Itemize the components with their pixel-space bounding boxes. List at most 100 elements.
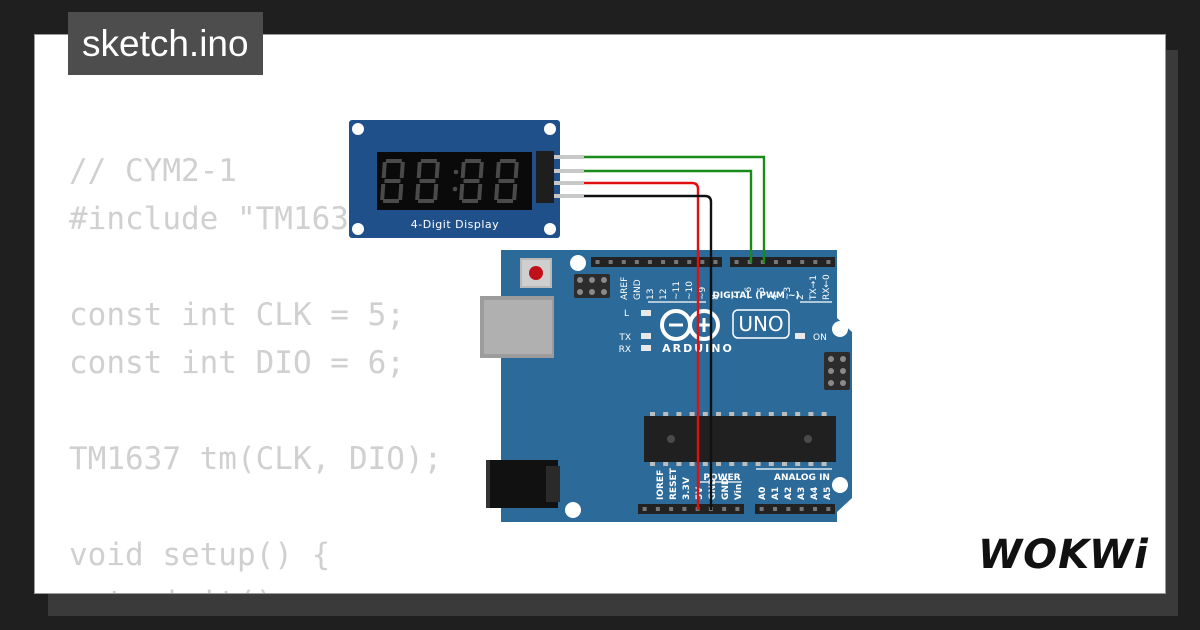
pin-hole[interactable] <box>759 507 764 511</box>
usb-connector <box>480 296 554 358</box>
wokwi-logo: WOKWi <box>978 528 1150 581</box>
icsp-header-right <box>824 352 850 390</box>
power-header-label: POWER <box>703 473 740 483</box>
pin-hole[interactable] <box>787 260 792 264</box>
pin-header <box>536 151 554 203</box>
wire-dio-green[interactable] <box>584 169 753 263</box>
analog-pin-label: A2 <box>784 487 794 500</box>
atmega-chip <box>644 412 836 466</box>
pin-hole[interactable] <box>700 260 705 264</box>
pin-hole[interactable] <box>786 507 791 511</box>
power-pin-label: GND <box>721 478 731 500</box>
segment <box>384 179 401 183</box>
analog-pin-label: A5 <box>823 487 833 500</box>
led-on: ON <box>795 333 827 343</box>
pin-hole[interactable] <box>813 260 818 264</box>
digital-pin-header <box>591 257 835 267</box>
segment <box>381 162 387 178</box>
segment <box>494 184 500 200</box>
segment <box>399 162 405 178</box>
pin-hole[interactable] <box>642 507 647 511</box>
pin-hole[interactable] <box>674 260 679 264</box>
pin-hole[interactable] <box>634 260 639 264</box>
code-line: TM1637 tm(CLK, DIO); <box>69 441 443 477</box>
pin-hole[interactable] <box>747 260 752 264</box>
wires[interactable] <box>584 155 766 510</box>
power-analog-pin-header <box>638 504 835 514</box>
digital-pin-label: 2 <box>796 294 806 300</box>
digital-pin-label: ~5 <box>757 287 767 300</box>
mount-hole <box>570 255 586 271</box>
pin-hole[interactable] <box>722 507 727 511</box>
digital-pin-label: 8 <box>711 294 721 300</box>
pin-hole[interactable] <box>735 507 740 511</box>
colon-dot <box>452 186 458 192</box>
seven-segment-digits <box>380 159 519 203</box>
pin-hole[interactable] <box>713 260 718 264</box>
pin-hole[interactable] <box>800 260 805 264</box>
icsp-header <box>574 274 610 298</box>
digital-pin-label: GND <box>633 279 643 300</box>
mount-hole <box>832 477 848 493</box>
digital-pin-label: ~10 <box>685 281 695 300</box>
digital-pin-label: ~3 <box>783 287 793 300</box>
pin-hole[interactable] <box>647 260 652 264</box>
digit-1 <box>380 159 405 203</box>
pin-clk[interactable] <box>554 155 584 159</box>
segment <box>461 199 479 203</box>
uno-badge <box>732 309 790 339</box>
analog-pin-label: A4 <box>810 487 820 500</box>
led-tx: TX <box>618 333 651 343</box>
pin-hole[interactable] <box>773 260 778 264</box>
tm1637-display-module[interactable]: 4-Digit Display <box>349 120 584 238</box>
power-pin-label: 5V <box>695 487 705 500</box>
digital-header-label: DIGITAL (PWM ~) <box>712 291 799 301</box>
pin-hole[interactable] <box>682 507 687 511</box>
pin-hole[interactable] <box>621 260 626 264</box>
colon-dot <box>453 169 459 175</box>
pin-hole[interactable] <box>655 507 660 511</box>
pin-hole[interactable] <box>595 260 600 264</box>
pin-hole[interactable] <box>813 507 817 511</box>
segment <box>499 159 517 163</box>
digital-pin-label: 12 <box>659 289 669 300</box>
pin-hole[interactable] <box>734 260 739 264</box>
wire-vcc-red[interactable] <box>584 181 700 510</box>
pin-dio[interactable] <box>554 169 584 173</box>
segment <box>464 159 482 163</box>
segment <box>380 184 386 200</box>
led-tx-label: TX <box>618 333 631 343</box>
analog-header-label: ANALOG IN <box>774 473 830 483</box>
digital-pin-label: ~6 <box>744 286 754 300</box>
segment <box>513 162 519 178</box>
wire-gnd-black[interactable] <box>584 194 713 510</box>
arduino-infinity-logo <box>660 309 720 341</box>
wire-clk-green[interactable] <box>584 155 766 263</box>
digit-2 <box>415 159 440 203</box>
mount-hole <box>565 502 581 518</box>
pin-hole[interactable] <box>799 507 804 511</box>
pin-vcc[interactable] <box>554 181 584 185</box>
digital-pin-label: ~11 <box>672 281 682 300</box>
pin-hole[interactable] <box>661 260 666 264</box>
reset-button[interactable] <box>520 258 552 288</box>
digital-pin-label: 4 <box>770 294 780 300</box>
segment <box>419 179 436 183</box>
mount-hole <box>832 321 848 337</box>
pin-hole[interactable] <box>608 260 613 264</box>
analog-pin-label: A3 <box>797 487 807 500</box>
code-line: const int DIO = 6; <box>69 345 405 381</box>
pin-hole[interactable] <box>773 507 777 511</box>
pin-hole[interactable] <box>826 507 831 511</box>
pin-hole[interactable] <box>669 507 674 511</box>
pin-hole[interactable] <box>826 260 831 264</box>
pin-gnd[interactable] <box>554 194 584 198</box>
mount-hole <box>352 223 364 235</box>
power-pin-label: Vin <box>734 484 744 500</box>
file-tab[interactable]: sketch.ino <box>68 12 263 75</box>
code-line: const int CLK = 5; <box>69 297 405 333</box>
pin-hole[interactable] <box>687 260 692 264</box>
